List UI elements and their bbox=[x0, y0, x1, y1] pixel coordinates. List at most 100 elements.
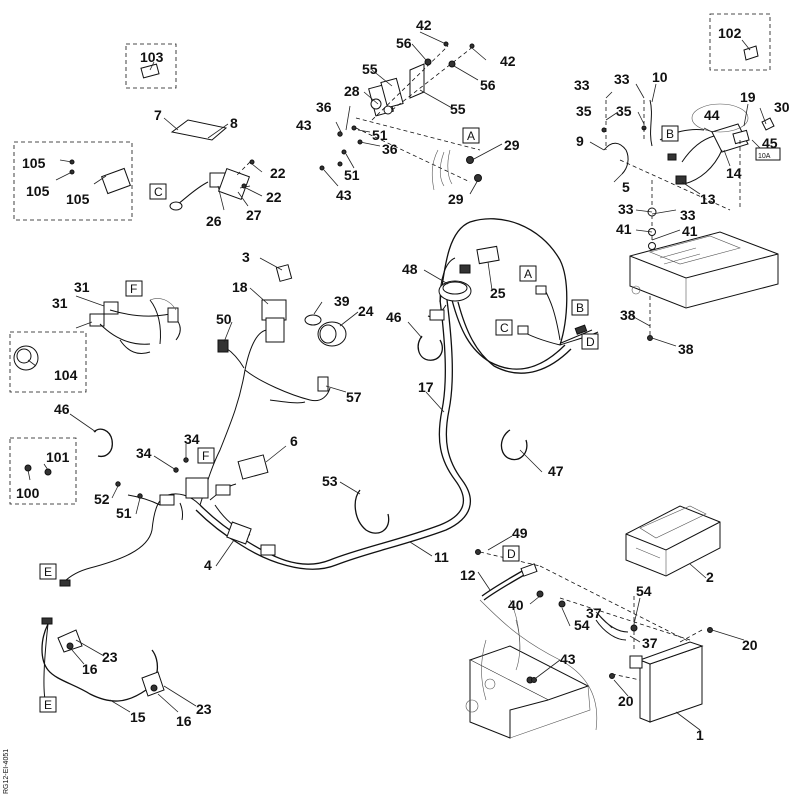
callout-48: 48 bbox=[402, 261, 418, 277]
callout-44: 44 bbox=[704, 107, 720, 123]
callout-33: 33 bbox=[680, 207, 696, 223]
callout-12: 12 bbox=[460, 567, 476, 583]
callout-30: 30 bbox=[774, 99, 790, 115]
connector-label-d: D bbox=[507, 547, 516, 561]
callout-20: 20 bbox=[742, 637, 758, 653]
callout-31: 31 bbox=[74, 279, 90, 295]
callout-18: 18 bbox=[232, 279, 248, 295]
callout-10: 10 bbox=[652, 69, 668, 85]
callout-8: 8 bbox=[230, 115, 238, 131]
frame-bracket bbox=[465, 599, 629, 739]
callout-13: 13 bbox=[700, 191, 716, 207]
connector-label-c: C bbox=[500, 321, 509, 335]
callout-54: 54 bbox=[636, 583, 652, 599]
harness-15 bbox=[41, 617, 165, 711]
callout-56: 56 bbox=[396, 35, 412, 51]
callout-37: 37 bbox=[642, 635, 658, 651]
callout-3: 3 bbox=[242, 249, 250, 265]
callout-43: 43 bbox=[336, 187, 352, 203]
callout-22: 22 bbox=[270, 165, 286, 181]
callout-49: 49 bbox=[512, 525, 528, 541]
callout-51: 51 bbox=[344, 167, 360, 183]
callout-20: 20 bbox=[618, 693, 634, 709]
callout-42: 42 bbox=[500, 53, 516, 69]
buzzer bbox=[304, 314, 347, 347]
controller-housing bbox=[629, 231, 779, 341]
callout-25: 25 bbox=[490, 285, 506, 301]
callout-34: 34 bbox=[184, 431, 200, 447]
callout-26: 26 bbox=[206, 213, 222, 229]
callout-47: 47 bbox=[548, 463, 564, 479]
callout-33: 33 bbox=[574, 77, 590, 93]
callout-46: 46 bbox=[54, 401, 70, 417]
callout-57: 57 bbox=[346, 389, 362, 405]
callout-100: 100 bbox=[16, 485, 40, 501]
callout-38: 38 bbox=[620, 307, 636, 323]
callout-23: 23 bbox=[196, 701, 212, 717]
connector-label-d: D bbox=[586, 335, 595, 349]
callout-104: 104 bbox=[54, 367, 78, 383]
callout-34: 34 bbox=[136, 445, 152, 461]
callout-41: 41 bbox=[616, 221, 632, 237]
connector-label-f: F bbox=[130, 282, 137, 296]
callout-35: 35 bbox=[576, 103, 592, 119]
callout-39: 39 bbox=[334, 293, 350, 309]
callout-52: 52 bbox=[94, 491, 110, 507]
connector-label-a: A bbox=[524, 267, 532, 281]
callout-51: 51 bbox=[372, 127, 388, 143]
connector-label-e: E bbox=[44, 698, 52, 712]
kit-boxes bbox=[9, 13, 771, 505]
callout-55: 55 bbox=[362, 61, 378, 77]
callout-19: 19 bbox=[740, 89, 756, 105]
callout-54: 54 bbox=[574, 617, 590, 633]
callout-23: 23 bbox=[102, 649, 118, 665]
callout-36: 36 bbox=[316, 99, 332, 115]
cover-box bbox=[625, 505, 721, 577]
wand-12 bbox=[475, 549, 541, 601]
callout-7: 7 bbox=[154, 107, 162, 123]
callout-27: 27 bbox=[246, 207, 262, 223]
connector-label-b: B bbox=[576, 301, 584, 315]
callout-37: 37 bbox=[586, 605, 602, 621]
callout-11: 11 bbox=[434, 549, 449, 565]
callout-101: 101 bbox=[46, 449, 70, 465]
callout-40: 40 bbox=[508, 597, 524, 613]
callout-24: 24 bbox=[358, 303, 374, 319]
callout-105: 105 bbox=[66, 191, 90, 207]
callout-53: 53 bbox=[322, 473, 338, 489]
callout-31: 31 bbox=[52, 295, 68, 311]
connector-label-e: E bbox=[44, 565, 52, 579]
tie-rings bbox=[93, 335, 528, 534]
connector-label-c: C bbox=[154, 185, 163, 199]
connector-label-f: F bbox=[202, 449, 209, 463]
callout-43: 43 bbox=[560, 651, 576, 667]
callout-14: 14 bbox=[726, 165, 742, 181]
callout-5: 5 bbox=[622, 179, 630, 195]
callout-41: 41 bbox=[682, 223, 698, 239]
callout-1: 1 bbox=[696, 727, 704, 743]
callout-4: 4 bbox=[204, 557, 212, 573]
connector-letter-boxes: A A B B C C D D E E F F bbox=[39, 125, 679, 713]
callout-46: 46 bbox=[386, 309, 402, 325]
callout-38: 38 bbox=[678, 341, 694, 357]
callout-29: 29 bbox=[504, 137, 520, 153]
callout-16: 16 bbox=[176, 713, 192, 729]
callout-102: 102 bbox=[718, 25, 742, 41]
fuse-label: 10A bbox=[758, 153, 771, 160]
connector-label-a: A bbox=[467, 129, 475, 143]
callout-105: 105 bbox=[26, 183, 50, 199]
callout-105: 105 bbox=[22, 155, 46, 171]
callout-33: 33 bbox=[614, 71, 630, 87]
callout-28: 28 bbox=[344, 83, 360, 99]
callout-numbers: 1 2 3 4 5 6 7 8 9 10 11 12 13 14 15 16 1… bbox=[16, 17, 790, 743]
callout-2: 2 bbox=[706, 569, 714, 585]
leader-lines bbox=[27, 31, 767, 731]
harness-connectors bbox=[59, 245, 588, 587]
callout-55: 55 bbox=[450, 101, 466, 117]
callout-43: 43 bbox=[296, 117, 312, 133]
relay-block bbox=[169, 119, 251, 211]
callout-36: 36 bbox=[382, 141, 398, 157]
callout-17: 17 bbox=[418, 379, 434, 395]
callout-103: 103 bbox=[140, 49, 164, 65]
